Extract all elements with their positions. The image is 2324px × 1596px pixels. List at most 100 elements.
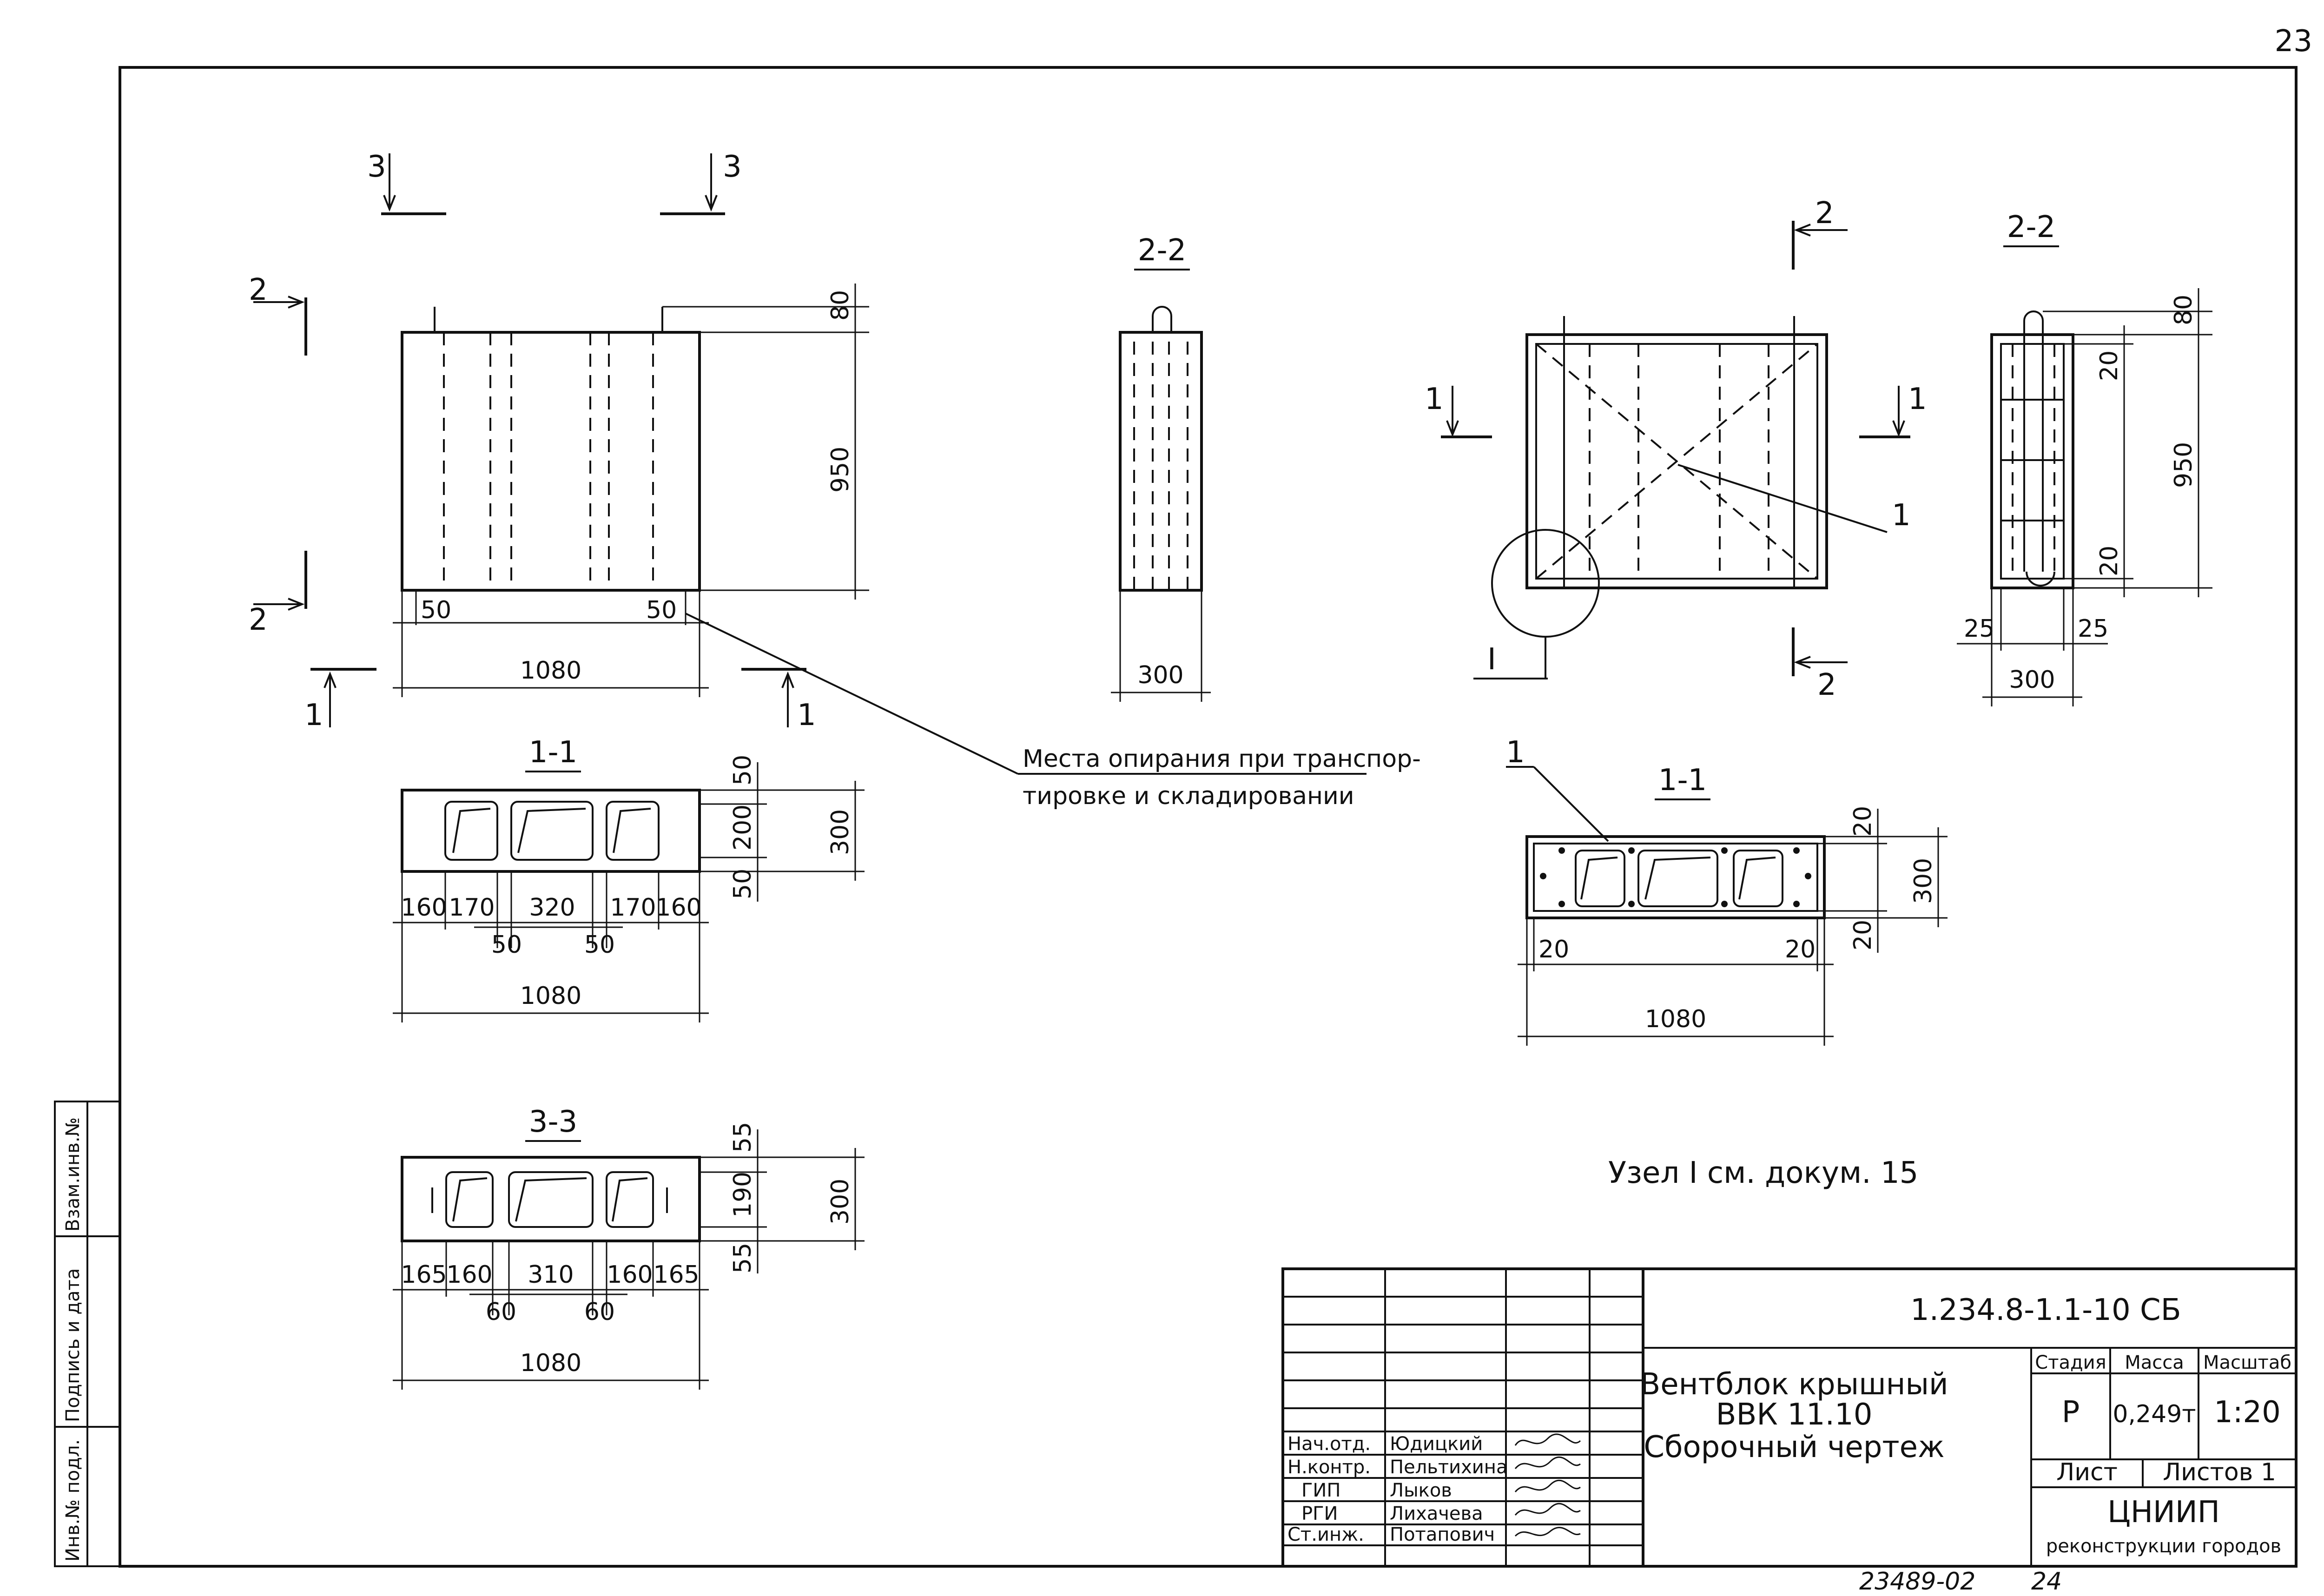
dim-front-50l: 50 [421,596,451,624]
dim-sec11-wall2: 50 [584,931,615,959]
reinforcement-side-22: 2-2 80 950 20 20 25 25 300 [1957,210,2212,706]
side-stamp: Взам.инв.№ Подпись и дата Инв.№ подл. [54,1101,121,1567]
dim-sec11-50t: 50 [729,755,757,785]
rside22-title: 2-2 [2007,210,2056,244]
name-4: Потапович [1390,1524,1495,1545]
dim-sec11-200: 200 [729,805,757,851]
name-1: Пельтихина [1390,1457,1507,1478]
dim-sec11-w4: 170 [610,894,656,922]
role-1: Н.контр. [1287,1457,1371,1478]
dim-sec33-w3: 310 [528,1261,574,1289]
cut-2-bot: 2 [249,603,268,637]
section-11-left: 1-1 50 200 50 300 160 170 320 170 160 [393,735,865,1022]
sheet-label: Лист [2056,1458,2118,1486]
cut-1-right: 1 [797,698,816,732]
stamp-col1: Взам.инв.№ [62,1117,84,1232]
dim-sec33-190: 190 [729,1172,757,1218]
dim-sec33-1080: 1080 [520,1349,581,1377]
side-view-22: 2-2 300 [1111,233,1211,702]
mass-value: 0,249т [2113,1400,2196,1428]
dim-rside-20b: 20 [2095,546,2123,576]
dim-front-50r: 50 [646,596,677,624]
sec33-title: 3-3 [529,1105,578,1139]
rebar-dots [1540,847,1811,907]
cut-3-left: 3 [367,150,386,184]
dim-sec11-w5: 160 [655,894,701,922]
side22-title: 2-2 [1138,233,1187,268]
cut-3-right: 3 [723,150,742,184]
support-note: Места опирания при транспор- тировке и с… [685,613,1421,810]
stamp-col3: Инв.№ подл. [62,1439,84,1562]
dim-rsec-20r: 20 [1785,936,1816,963]
reinforcement-front: 1 I 1 1 2 2 [1425,196,1927,702]
archive-number: 23489-02 [1859,1568,1975,1596]
dim-side22-300: 300 [1137,661,1183,689]
dim-sec33-300: 300 [826,1179,854,1225]
dim-sec11-w1: 160 [401,894,447,922]
org-line2: реконструкции городов [2046,1536,2281,1557]
name-2: Лыков [1390,1480,1452,1501]
title-block: Нач.отд. Юдицкий Н.контр. Пельтихина ГИП… [1281,1267,2298,1568]
title-line2: ВВК 11.10 [1716,1398,1873,1432]
section-33: 3-3 55 190 55 300 165 160 310 160 165 [393,1105,865,1390]
sec11-title: 1-1 [529,735,578,770]
title-line3: Сборочный чертеж [1644,1430,1944,1464]
rcut-2-bot: 2 [1817,668,1836,702]
scale-label: Масштаб [2203,1352,2291,1373]
role-0: Нач.отд. [1287,1433,1371,1455]
dim-sec33-w2: 160 [446,1261,492,1289]
stage-label: Стадия [2035,1352,2106,1373]
rcut-1-right: 1 [1908,382,1927,416]
dim-sec11-w2: 170 [449,894,495,922]
rfront-callout: 1 [1892,498,1911,533]
cut-2-top: 2 [249,273,268,307]
page-number: 23 [2275,24,2312,59]
role-2: ГИП [1301,1480,1340,1501]
reinforcement-section-11: 1-1 1 20 300 20 20 [1506,735,1948,1046]
dim-front-80: 80 [826,290,854,321]
dim-rsec-20b: 20 [1849,920,1877,950]
dim-sec11-w3: 320 [529,894,575,922]
role-4: Ст.инж. [1287,1524,1364,1545]
footer-page: 24 [2031,1568,2062,1596]
dim-sec33-w5: 165 [653,1261,699,1289]
note-line1: Места опирания при транспор- [1023,745,1421,773]
drawing-frame [119,66,2298,1568]
dim-rside-300: 300 [2009,666,2055,694]
name-3: Лихачева [1390,1503,1483,1524]
rcut-1-left: 1 [1425,382,1444,416]
title-line1: Вентблок крышный [1640,1367,1948,1402]
dim-sec33-55t: 55 [729,1122,757,1153]
note-line2: тировке и складировании [1023,782,1354,810]
mass-label: Масса [2125,1352,2184,1373]
dim-rside-950: 950 [2170,442,2198,488]
dim-rsec-1080: 1080 [1645,1005,1706,1033]
dim-sec11-50b: 50 [729,869,757,899]
dim-rside-20t: 20 [2095,350,2123,381]
dim-sec11-1080: 1080 [520,982,581,1010]
stamp-col2: Подпись и дата [62,1268,84,1422]
dim-sec33-w1: 165 [401,1261,447,1289]
node-note: Узел I см. докум. 15 [1608,1156,1918,1190]
doc-code: 1.234.8-1.1-10 СБ [1910,1293,2181,1327]
role-3: РГИ [1301,1503,1338,1524]
dim-sec11-300: 300 [826,809,854,855]
scale-value: 1:20 [2214,1395,2281,1430]
org-line1: ЦНИИП [2107,1495,2220,1530]
cut-1-left: 1 [304,698,324,732]
dim-rside-25l: 25 [1964,615,1994,643]
front-view: 3 3 2 2 1 1 80 950 50 [249,150,869,732]
dim-rsec-20t: 20 [1849,806,1877,837]
dim-sec33-wall1: 60 [486,1298,516,1326]
sheets-label: Листов 1 [2163,1458,2276,1486]
dim-sec33-wall2: 60 [584,1298,615,1326]
dim-rsec-300: 300 [1909,858,1937,904]
rfront-node: I [1487,642,1496,677]
rcut-2-top: 2 [1815,196,1834,231]
dim-sec33-w4: 160 [607,1261,653,1289]
dim-sec11-wall1: 50 [491,931,522,959]
rsec11-callout: 1 [1506,735,1525,770]
dim-sec33-55b: 55 [729,1243,757,1273]
stage-value: Р [2062,1395,2080,1430]
name-0: Юдицкий [1390,1433,1483,1455]
